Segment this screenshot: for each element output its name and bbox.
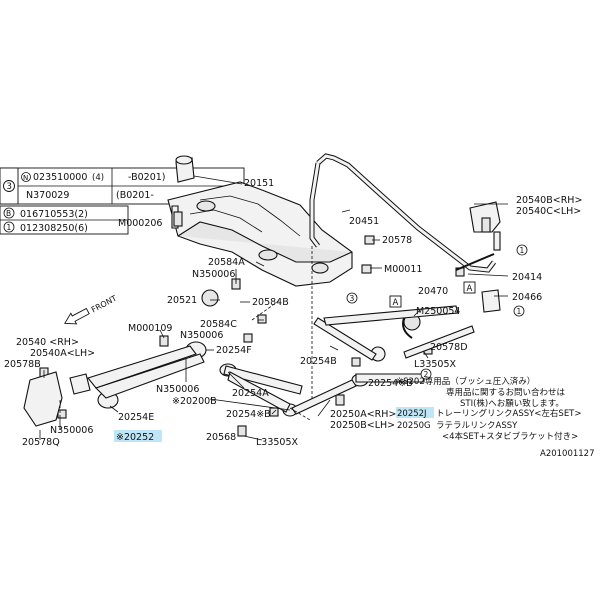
label-20470: 20470	[418, 286, 448, 297]
note-row1-code: 20252J	[397, 409, 427, 419]
label-20584a: 20584A	[208, 257, 245, 268]
label-20252: ※20252	[116, 432, 154, 443]
circle-2-icon: 2	[424, 370, 429, 379]
label-n350006-c: N350006	[156, 384, 199, 395]
bushing-20521	[201, 289, 219, 307]
label-l33505x-a: L33505X	[414, 359, 457, 370]
label-m250054: M250054	[416, 306, 460, 317]
link-20254a	[223, 365, 303, 395]
stabilizer-bar	[317, 154, 496, 272]
note-line2: 専用品に関するお問い合わせは	[446, 387, 566, 398]
label-20521: 20521	[167, 295, 197, 306]
note-line3: STI(株)へお願い致します。	[460, 398, 564, 409]
label-20451: 20451	[349, 216, 379, 227]
legend-symbol-1: 1	[7, 223, 12, 232]
label-20254f: 20254F	[216, 345, 252, 356]
label-20540a: 20540A<LH>	[30, 348, 95, 359]
legend-symbol-b: B	[6, 209, 11, 218]
label-20578-top: 20578	[382, 235, 412, 246]
circle-1-icon-a: 1	[520, 246, 525, 255]
label-20151: 20151	[244, 178, 274, 189]
legend-row1-qty: (4)	[92, 173, 104, 183]
label-20584c: 20584C	[200, 319, 237, 330]
diagram-code: A201001127	[540, 449, 595, 459]
front-arrow-icon: FRONT	[64, 294, 118, 325]
leader-lines	[39, 175, 509, 441]
reference-box-a1	[389, 295, 402, 308]
label-m000206: M000206	[118, 218, 162, 229]
link-rear	[355, 373, 425, 383]
s202-note: ※S202専用品（ブッシュ圧入済み） 専用品に関するお問い合わせは STI(株)…	[396, 376, 582, 442]
legend-symbol-n: N	[23, 174, 28, 182]
circle-1-icon-b: 1	[517, 307, 522, 316]
highlight-20252j	[396, 407, 434, 418]
stabilizer-bracket: 1 1	[469, 201, 528, 317]
label-20466: 20466	[512, 292, 542, 303]
label-20250a: 20250A<RH>	[330, 409, 396, 420]
trailing-link	[87, 345, 205, 399]
note-row2-sub: <4本SET+スタビブラケット付き>	[442, 431, 578, 442]
rear-knuckle	[23, 371, 63, 427]
legend-row4-part: 012308250(6)	[20, 223, 88, 234]
label-20414: 20414	[512, 272, 542, 283]
legend-row2-part: N370029	[26, 190, 69, 201]
reference-label-a2: A	[467, 284, 473, 294]
legend-row1-part: 023510000	[33, 172, 87, 183]
label-20540b: 20540B<RH>	[516, 195, 582, 206]
label-20578q: 20578Q	[22, 437, 60, 448]
highlight-20252	[114, 430, 162, 442]
note-row1-text: トレーリングリンクASSY<左右SET>	[436, 408, 582, 419]
reference-label-a1: A	[393, 298, 399, 308]
circle-b-icon	[3, 207, 15, 219]
lateral-links	[223, 305, 475, 415]
label-m000109: M000109	[128, 323, 172, 334]
note-line1: ※S202専用品（ブッシュ圧入済み）	[396, 376, 535, 387]
label-20200b: ※20200B	[172, 396, 217, 407]
note-row2-text: ラテラルリンクASSY	[436, 421, 518, 431]
legend-row2-range: (B0201-	[116, 190, 154, 201]
label-n350006-a: N350006	[192, 269, 235, 280]
label-m00011: M00011	[384, 264, 422, 275]
legend-row1-range: -B0201)	[128, 172, 166, 183]
label-20254xb-b: 20254※B	[226, 409, 271, 420]
label-n350006-b: N350006	[180, 330, 223, 341]
label-20584b: 20584B	[252, 297, 289, 308]
label-20578b: 20578B	[4, 359, 41, 370]
part-labels: 20151 20451 20540B<RH> 20540C<LH> M00020…	[4, 178, 582, 448]
circle-3-icon: 3	[350, 294, 355, 303]
reference-box-a2	[463, 281, 476, 294]
note-row2-code: 20250G	[397, 421, 431, 431]
label-n350006-d: N350006	[50, 425, 93, 436]
label-20540c: 20540C<LH>	[516, 206, 581, 217]
circle-n-icon	[21, 172, 31, 182]
legend-symbol-3: 3	[7, 182, 12, 192]
label-20254xb-a: 20254※B	[368, 378, 413, 389]
label-20568: 20568	[206, 432, 236, 443]
label-20250b: 20250B<LH>	[330, 420, 395, 431]
label-20540: 20540 <RH>	[16, 337, 79, 348]
circle-1-legend-icon	[3, 221, 15, 233]
label-20578d: 20578D	[430, 342, 468, 353]
label-20254a: 20254A	[232, 388, 269, 399]
label-20254b-a: 20254B	[300, 356, 337, 367]
link-20254b	[313, 317, 377, 361]
legend-table: 3 N 023510000 (4) -B0201) N370029 (B0201…	[0, 167, 245, 235]
front-label: FRONT	[90, 294, 118, 315]
label-l33505x-b: L33505X	[256, 437, 299, 448]
circle-3-legend-icon	[3, 180, 15, 192]
label-20254e: 20254E	[118, 412, 154, 423]
legend-row3-part: 016710553(2)	[20, 209, 88, 220]
